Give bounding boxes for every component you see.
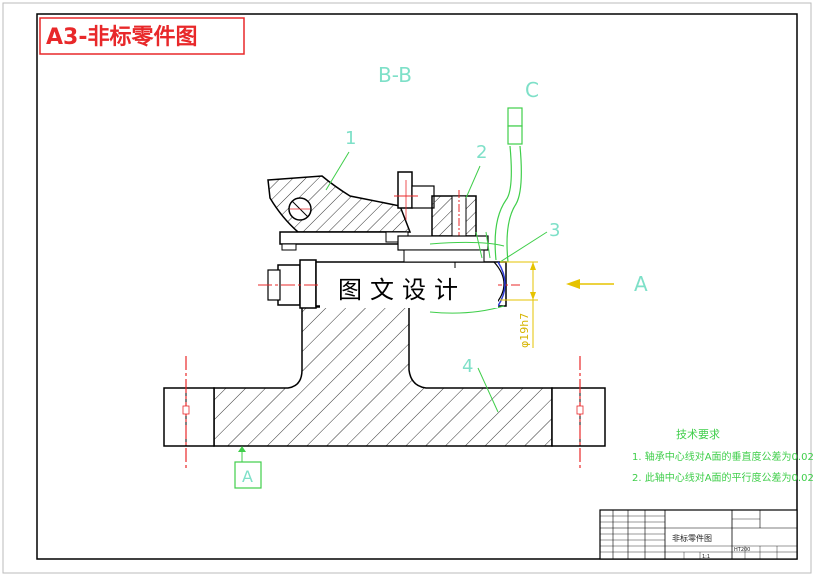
title-block-material: HT200 [734,547,750,553]
clamp-arm-section [267,175,412,233]
base-part [163,306,606,470]
banner-title: A3-非标零件图 [46,24,197,50]
banner-box [39,17,245,55]
balloon-1: 1 [325,128,356,191]
balloon-4: 4 [462,356,499,413]
technical-requirements: 技术要求 1. 轴承中心线对A面的垂直度公差为0.02. 2. 此轴中心线对A面… [632,428,814,484]
view-arrow-a: A [566,272,648,296]
balloon-2: 2 [465,142,487,199]
svg-text:A: A [634,272,648,296]
base-section [213,306,553,447]
svg-text:A: A [242,467,253,486]
title-block: 非标零件图 HT200 1:1 [599,509,798,560]
support-block-part [394,171,489,263]
svg-text:图文设计: 图文设计 [338,276,466,304]
balloon-3: 3 [499,220,560,263]
title-block-part-name: 非标零件图 [672,533,712,543]
svg-text:2: 2 [476,142,487,163]
watermark: 图文设计 [320,268,498,308]
svg-text:4: 4 [462,356,473,377]
svg-text:2. 此轴中心线对A面的平行度公差为0.02.: 2. 此轴中心线对A面的平行度公差为0.02. [632,471,814,484]
svg-text:1. 轴承中心线对A面的垂直度公差为0.02.: 1. 轴承中心线对A面的垂直度公差为0.02. [632,450,814,463]
section-label: B-B [378,63,412,87]
svg-text:φ19h7: φ19h7 [518,313,531,348]
base-left-flange [163,387,215,447]
diameter-dimension: φ19h7 [500,261,538,348]
svg-text:3: 3 [549,220,560,241]
svg-text:技术要求: 技术要求 [676,428,720,441]
title-block-scale: 1:1 [702,554,710,560]
drawing-frame [36,13,798,560]
base-right-flange [551,387,606,447]
clamp-arm-part [267,175,412,251]
datum-symbol: A [234,446,262,489]
view-c-label: C [525,78,539,102]
svg-text:1: 1 [345,128,356,149]
